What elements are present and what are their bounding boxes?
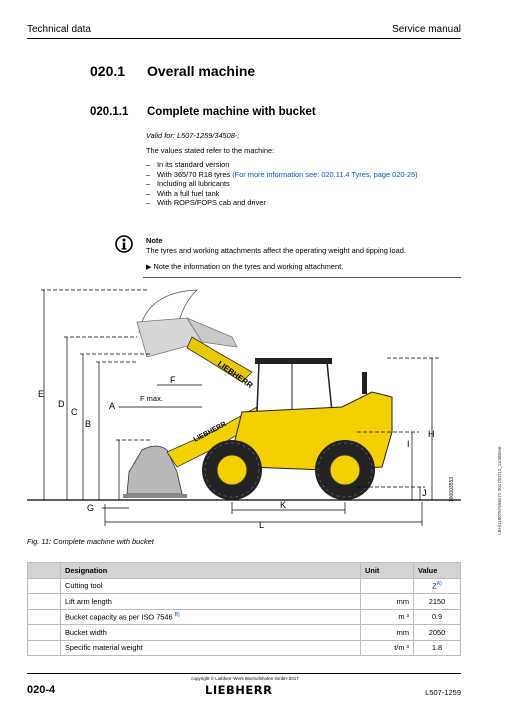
row-designation: Specific material weight — [60, 639, 361, 656]
page-number: 020-4 — [27, 684, 56, 696]
table-row: Specific material weight t/m ³ 1.8 — [27, 639, 461, 656]
row-value: 2050 — [413, 624, 461, 641]
footnote-B-link[interactable]: B) — [174, 612, 180, 619]
row-designation: Bucket capacity as per ISO 7546 B) — [60, 608, 361, 625]
row-unit: mm — [360, 624, 414, 641]
header-rule — [27, 38, 461, 39]
list-item-text: With 365/70 R18 tyres — [157, 169, 231, 179]
table-header-value: Value — [413, 562, 461, 579]
list-item: In its standard version — [146, 160, 466, 170]
info-icon — [115, 235, 133, 253]
dim-D: D — [58, 399, 65, 409]
note-action: ▶ Note the information on the tyres and … — [146, 262, 344, 271]
row-unit: t/m ³ — [360, 639, 414, 656]
dim-H: H — [428, 429, 435, 439]
row-value: 2150 — [413, 593, 461, 610]
dim-J: J — [422, 488, 427, 498]
row-designation: Bucket width — [60, 624, 361, 641]
row-unit — [360, 577, 414, 594]
table-header-unit: Unit — [360, 562, 414, 579]
dim-Fmax: F max. — [140, 394, 163, 403]
dim-E: E — [38, 389, 44, 399]
table-header-blank — [27, 562, 61, 579]
row-designation: Lift arm length — [60, 593, 361, 610]
dim-I: I — [407, 439, 410, 449]
document-code: LBH/11807879/06/71-2017/07/12_11/485/en — [497, 446, 502, 535]
subsection-title: Complete machine with bucket — [147, 106, 316, 118]
table-row: Bucket capacity as per ISO 7546 B) m ³ 0… — [27, 608, 461, 625]
valid-for: Valid for: L507-1259/34508-; — [146, 131, 240, 140]
dim-F: F — [170, 375, 176, 385]
section-title: Overall machine — [147, 63, 256, 79]
table-header-designation: Designation — [60, 562, 361, 579]
machine-figure: LIEBHERR LIEBHERR — [27, 282, 461, 530]
model-code: L507-1259 — [425, 688, 461, 697]
dim-L: L — [259, 520, 264, 530]
dim-A: A — [109, 401, 115, 411]
dim-G: G — [87, 503, 94, 513]
figure-caption: Fig. 11: Complete machine with bucket — [27, 537, 154, 546]
table-row: Lift arm length mm 2150 — [27, 593, 461, 610]
row-value: 1.8 — [413, 639, 461, 656]
row-designation-text: Bucket capacity as per ISO 7546 — [65, 612, 173, 622]
row-value-text: Z — [432, 581, 437, 591]
dim-K: K — [280, 500, 286, 510]
footnote-A-link[interactable]: A) — [436, 581, 442, 588]
note-text: The tyres and working attachments affect… — [146, 246, 406, 255]
row-value: ZA) — [413, 577, 461, 594]
row-designation: Cutting tool — [60, 577, 361, 594]
list-item: Including all lubricants — [146, 179, 466, 189]
subsection-number: 020.1.1 — [90, 106, 129, 118]
intro-text: The values stated refer to the machine: — [146, 146, 275, 155]
tyres-link[interactable]: (For more information see: 020.11.4 Tyre… — [232, 169, 418, 179]
table-row: Cutting tool ZA) — [27, 577, 461, 594]
footer-rule — [27, 673, 461, 674]
note-rule — [143, 277, 461, 278]
row-unit: m ³ — [360, 608, 414, 625]
copyright: copyright © Liebherr-Werk Bischofshofen … — [191, 676, 299, 681]
note-title: Note — [146, 236, 163, 245]
brand-logo: LIEBHERR — [205, 683, 273, 697]
header-right: Service manual — [392, 24, 461, 35]
list-item: With ROPS/FOPS cab and driver — [146, 198, 466, 208]
section-number: 020.1 — [90, 63, 126, 79]
dim-C: C — [71, 407, 78, 417]
figure-id: 100003553 — [449, 477, 455, 502]
dim-B: B — [85, 419, 91, 429]
row-value: 0.9 — [413, 608, 461, 625]
table-header-row: Designation Unit Value — [27, 562, 461, 579]
list-item: With a full fuel tank — [146, 189, 466, 199]
spec-table: Designation Unit Value Cutting tool ZA) … — [27, 562, 461, 656]
header-left: Technical data — [27, 24, 91, 35]
note-action-text: Note the information on the tyres and wo… — [153, 262, 344, 271]
list-item: With 365/70 R18 tyres (For more informat… — [146, 170, 466, 180]
table-row: Bucket width mm 2050 — [27, 624, 461, 641]
conditions-list: In its standard version With 365/70 R18 … — [146, 160, 466, 208]
row-unit: mm — [360, 593, 414, 610]
